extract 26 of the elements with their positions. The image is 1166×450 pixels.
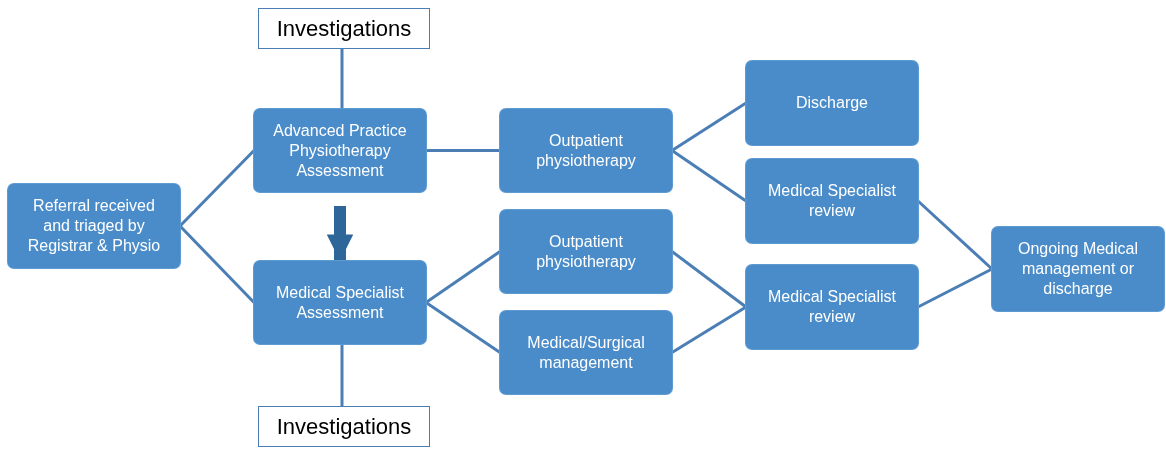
- process-box: Medical Specialist review: [746, 159, 918, 243]
- connector-line: [917, 267, 993, 309]
- process-box: Advanced Practice Physiotherapy Assessment: [254, 109, 426, 192]
- process-box: Medical/Surgical management: [500, 311, 672, 394]
- process-box: Medical Specialist review: [746, 265, 918, 349]
- process-box: Medical Specialist Assessment: [254, 261, 426, 344]
- connector-line: [178, 149, 256, 228]
- connector-line: [671, 149, 747, 203]
- text-box: Investigations: [258, 406, 430, 447]
- connector-line: [426, 149, 500, 152]
- connector-line: [425, 250, 501, 304]
- connector-line: [425, 301, 501, 354]
- process-box: Discharge: [746, 61, 918, 145]
- block-arrow: [326, 206, 354, 261]
- process-box: Outpatient physiotherapy: [500, 109, 672, 192]
- connector-line: [671, 101, 747, 152]
- connector-line: [340, 49, 344, 109]
- process-box: Referral received and triaged by Registrar & Physio: [8, 184, 180, 268]
- connector-line: [340, 344, 344, 406]
- process-box: Ongoing Medical management or discharge: [992, 227, 1164, 311]
- connector-line: [178, 224, 256, 304]
- connector-line: [917, 199, 993, 271]
- connector-line: [671, 305, 747, 354]
- process-box: Outpatient physiotherapy: [500, 210, 672, 293]
- connector-line: [671, 250, 747, 309]
- text-box: Investigations: [258, 8, 430, 49]
